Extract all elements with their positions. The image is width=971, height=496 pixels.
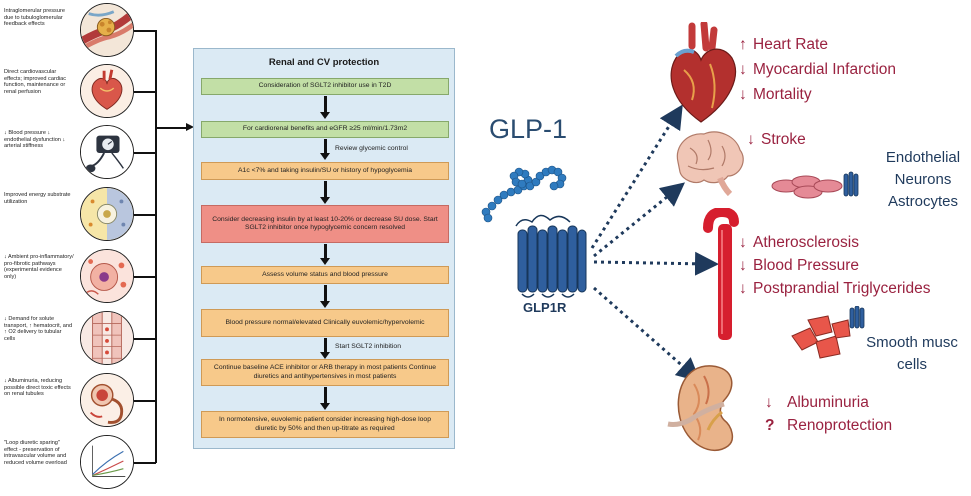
mechanism-row: Direct cardiovascular effects; improved … — [0, 63, 200, 121]
effect-stroke: ↓Stroke — [747, 131, 806, 148]
mechanism-text: Direct cardiovascular effects; improved … — [4, 69, 67, 95]
smooth-muscle-cells-icon — [788, 306, 868, 366]
cell-energy-icon — [80, 187, 134, 241]
mechanism-text: ↓ Ambient pro-inflammatory/ pro-fibrotic… — [4, 254, 74, 280]
heart-icon — [662, 22, 740, 126]
heart-icon — [80, 64, 134, 118]
brain-icon — [670, 126, 748, 196]
arrow-down-icon — [319, 285, 330, 309]
mechanism-text: "Loop diuretic sparing" effect - preserv… — [4, 440, 67, 466]
effect-albuminuria: ↓Albuminuria — [765, 394, 869, 411]
arrow-right-icon — [186, 123, 194, 131]
kidney-icon — [664, 360, 754, 470]
connector-line — [134, 152, 156, 154]
smooth-muscle-labels: Smooth musc cells — [853, 332, 971, 376]
mechanism-row: Intraglomerular pressure due to tubulogl… — [0, 2, 200, 60]
effect-postprandial-triglycerides: ↓Postprandial Triglycerides — [739, 280, 931, 297]
mechanism-column: Intraglomerular pressure due to tubulogl… — [0, 0, 200, 496]
endothelial-cells-icon — [770, 170, 862, 200]
flow-box-insulin-adjust: Consider decreasing insulin by at least … — [201, 205, 449, 243]
connector-line — [134, 214, 156, 216]
mechanism-row: ↓ Blood pressure ↓ endothelial dysfuncti… — [0, 124, 200, 182]
endothelial-labels: Endothelial Neurons Astrocytes — [875, 147, 971, 213]
label-astrocytes: Astrocytes — [887, 193, 959, 210]
effect-renoprotection: ?Renoprotection — [765, 417, 893, 434]
blood-pressure-cuff-icon — [80, 125, 134, 179]
flow-box-assess-volume: Assess volume status and blood pressure — [201, 266, 449, 284]
mechanism-text: Intraglomerular pressure due to tubulogl… — [4, 8, 65, 28]
effect-heart-rate: ↑Heart Rate — [739, 36, 828, 53]
label-cells: cells — [896, 356, 927, 373]
nephron-icon — [80, 373, 134, 427]
arrow-down-icon — [319, 96, 330, 120]
flow-box-bp-status: Blood pressure normal/elevated Clinicall… — [201, 309, 449, 337]
flow-note-start: Start SGLT2 inhibition — [335, 343, 401, 350]
bracket-line — [155, 30, 157, 463]
mechanism-text: ↓ Demand for solute transport, ↑ hematoc… — [4, 316, 73, 342]
effect-atherosclerosis: ↓Atherosclerosis — [739, 234, 859, 251]
diuretic-chart-icon — [80, 435, 134, 489]
glomerulus-icon — [80, 3, 134, 57]
connector-line — [134, 462, 156, 464]
flow-box-consideration: Consideration of SGLT2 inhibitor use in … — [201, 78, 449, 95]
flowchart-title: Renal and CV protection — [268, 57, 380, 68]
connector-line — [134, 338, 156, 340]
tubule-icon — [80, 311, 134, 365]
mechanism-row: Improved energy substrate utilization — [0, 186, 200, 244]
flowchart-panel: Renal and CV protection Consideration of… — [193, 48, 455, 449]
mechanism-text: ↓ Albuminuria, reducing possible direct … — [4, 378, 71, 398]
connector-line — [134, 400, 156, 402]
mechanism-row: ↓ Albuminuria, reducing possible direct … — [0, 372, 200, 430]
mechanism-row: "Loop diuretic sparing" effect - preserv… — [0, 434, 200, 492]
mechanism-row: ↓ Demand for solute transport, ↑ hematoc… — [0, 310, 200, 368]
aorta-icon — [700, 208, 740, 343]
connector-line — [134, 276, 156, 278]
label-neurons: Neurons — [894, 171, 952, 188]
effect-blood-pressure: ↓Blood Pressure — [739, 257, 859, 274]
mechanism-row: ↓ Ambient pro-inflammatory/ pro-fibrotic… — [0, 248, 200, 306]
glp1-receptor-icon — [478, 150, 588, 305]
arrow-down-icon — [319, 139, 330, 161]
label-smooth-musc: Smooth musc — [866, 334, 958, 351]
effect-myocardial-infarction: ↓Myocardial Infarction — [739, 61, 897, 78]
effect-mortality: ↓Mortality — [739, 86, 812, 103]
mechanism-text: Improved energy substrate utilization — [4, 192, 71, 205]
bracket-arrow-line — [155, 127, 189, 129]
flow-box-eligibility: For cardiorenal benefits and eGFR ≥25 ml… — [201, 121, 449, 138]
connector-line — [134, 30, 156, 32]
flow-box-continue-therapy: Continue baseline ACE inhibitor or ARB t… — [201, 359, 449, 386]
arrow-down-icon — [319, 387, 330, 411]
flow-box-a1c: A1c <7% and taking insulin/SU or history… — [201, 162, 449, 180]
flow-box-loop-diuretic: In normotensive, euvolemic patient consi… — [201, 411, 449, 438]
glp1r-label: GLP1R — [523, 300, 567, 315]
label-endothelial: Endothelial — [885, 149, 961, 166]
dotted-arrows — [590, 100, 730, 390]
glp1-title: GLP-1 — [489, 114, 568, 144]
mechanism-text: ↓ Blood pressure ↓ endothelial dysfuncti… — [4, 130, 66, 150]
flow-note-review: Review glycemic control — [335, 145, 408, 152]
connector-line — [134, 91, 156, 93]
arrow-down-icon — [319, 338, 330, 360]
inflammation-cell-icon — [80, 249, 134, 303]
arrow-down-icon — [319, 181, 330, 205]
arrow-down-icon — [319, 244, 330, 266]
